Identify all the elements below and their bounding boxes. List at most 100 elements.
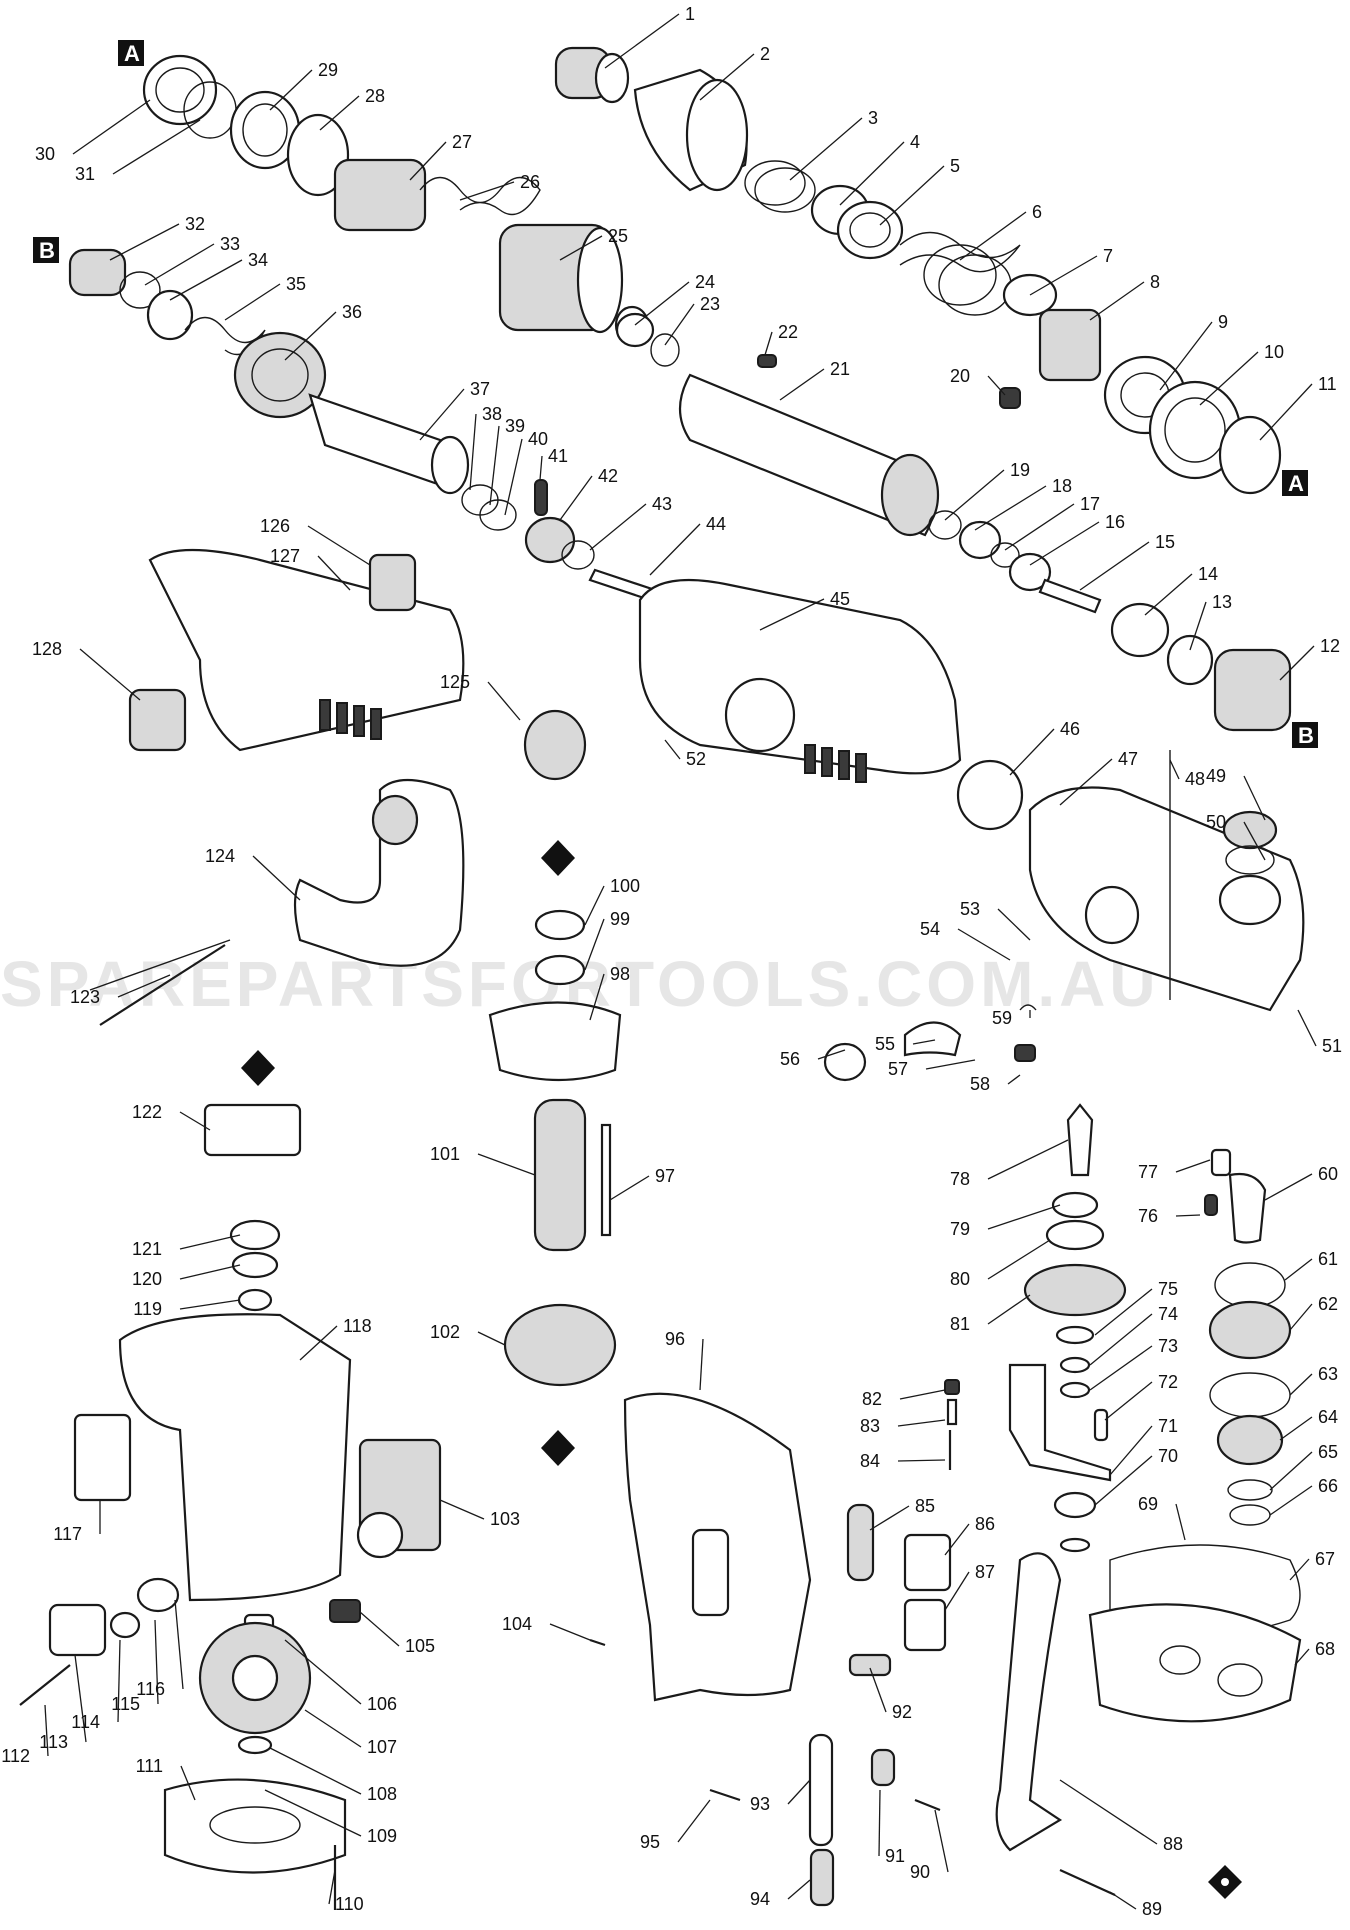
leader-line-66	[1269, 1485, 1313, 1516]
leader-line-120	[179, 1264, 241, 1280]
leader-line-17	[1004, 503, 1075, 551]
leader-line-110	[328, 1869, 336, 1905]
part-group-motor	[488, 840, 622, 1466]
part-label-53: 53	[960, 899, 980, 919]
part-label-34: 34	[248, 250, 268, 270]
leader-line-97	[609, 1175, 650, 1201]
part-label-20: 20	[950, 366, 970, 386]
leader-line-103	[439, 1499, 485, 1520]
leader-line-126	[307, 525, 371, 566]
leader-line-31	[112, 119, 201, 175]
leader-line-38	[469, 413, 477, 491]
part-label-59: 59	[992, 1008, 1012, 1028]
part-label-82: 82	[862, 1389, 882, 1409]
part-label-106: 106	[367, 1694, 397, 1714]
part-label-7: 7	[1103, 246, 1113, 266]
part-label-120: 120	[132, 1269, 162, 1289]
part-label-25: 25	[608, 226, 628, 246]
part-label-16: 16	[1105, 512, 1125, 532]
part-number-labels: 1234567891011121314151617181920212223242…	[1, 4, 1342, 1919]
leader-line-123	[117, 974, 171, 998]
part-label-96: 96	[665, 1329, 685, 1349]
part-label-107: 107	[367, 1737, 397, 1757]
leader-line-65	[1269, 1451, 1313, 1491]
section-a-badge-right: A	[1282, 470, 1308, 496]
leader-line-114	[117, 1639, 121, 1723]
part-label-109: 109	[367, 1826, 397, 1846]
leader-line-58	[1007, 1074, 1021, 1085]
leader-line-105	[359, 1611, 400, 1647]
part-label-84: 84	[860, 1451, 880, 1471]
part-label-124: 124	[205, 846, 235, 866]
part-label-21: 21	[830, 359, 850, 379]
leader-line-94	[787, 1879, 811, 1900]
leader-line-68	[1294, 1648, 1310, 1666]
part-label-102: 102	[430, 1322, 460, 1342]
leader-line-128	[79, 648, 141, 701]
leader-line-21	[779, 368, 825, 401]
leader-line-106	[284, 1639, 362, 1705]
leader-line-5	[879, 165, 945, 226]
leader-line-127	[317, 555, 351, 591]
leader-line-121	[179, 1234, 241, 1250]
part-label-86: 86	[975, 1514, 995, 1534]
leader-line-55	[912, 1039, 936, 1045]
leader-line-102	[477, 1331, 506, 1346]
leader-line-61	[1284, 1258, 1313, 1281]
leader-line-30	[72, 99, 151, 155]
leader-line-70	[1094, 1455, 1153, 1506]
leader-line-109	[264, 1789, 362, 1837]
part-label-91: 91	[885, 1846, 905, 1866]
leader-line-116	[174, 1599, 184, 1690]
leader-lines	[44, 13, 1317, 1910]
section-b-badge-right: B	[1292, 722, 1318, 748]
leader-line-43	[589, 503, 647, 551]
leader-line-51	[1297, 1009, 1317, 1047]
part-label-70: 70	[1158, 1446, 1178, 1466]
svg-text:B: B	[39, 238, 55, 263]
part-group-row-a	[142, 54, 650, 345]
part-label-119: 119	[133, 1299, 162, 1319]
leader-line-69	[1175, 1503, 1186, 1541]
leader-line-113	[74, 1654, 87, 1743]
part-label-113: 113	[39, 1732, 68, 1752]
part-label-92: 92	[892, 1702, 912, 1722]
leader-line-71	[1109, 1425, 1153, 1476]
part-label-85: 85	[915, 1496, 935, 1516]
part-label-78: 78	[950, 1169, 970, 1189]
part-label-10: 10	[1264, 342, 1284, 362]
part-label-74: 74	[1158, 1304, 1178, 1324]
part-label-100: 100	[610, 876, 640, 896]
part-label-127: 127	[270, 546, 300, 566]
part-label-2: 2	[760, 44, 770, 64]
part-group-cylinder	[615, 312, 1292, 732]
part-label-3: 3	[868, 108, 878, 128]
part-label-23: 23	[700, 294, 720, 314]
leader-line-3	[789, 117, 863, 181]
part-group-row-b	[68, 248, 672, 607]
leader-line-35	[224, 283, 281, 321]
leader-line-77	[1175, 1159, 1211, 1173]
leader-line-101	[477, 1153, 536, 1176]
leader-line-39	[489, 425, 500, 506]
part-label-76: 76	[1138, 1206, 1158, 1226]
part-label-116: 116	[136, 1679, 165, 1699]
svg-text:B: B	[1298, 723, 1314, 748]
part-label-33: 33	[220, 234, 240, 254]
leader-line-45	[759, 598, 825, 631]
leader-line-6	[959, 211, 1027, 261]
leader-line-83	[897, 1419, 946, 1427]
part-label-123: 123	[70, 987, 100, 1007]
svg-text:A: A	[124, 41, 140, 66]
leader-line-104	[549, 1623, 591, 1641]
leader-line-108	[269, 1747, 362, 1795]
part-label-58: 58	[970, 1074, 990, 1094]
leader-line-47	[1059, 758, 1113, 806]
leader-line-111	[180, 1765, 196, 1801]
part-label-101: 101	[430, 1144, 460, 1164]
leader-line-32	[109, 223, 180, 261]
leader-line-57	[925, 1059, 976, 1070]
leader-line-24	[634, 281, 690, 326]
leader-line-115	[154, 1619, 159, 1705]
part-label-15: 15	[1155, 532, 1175, 552]
